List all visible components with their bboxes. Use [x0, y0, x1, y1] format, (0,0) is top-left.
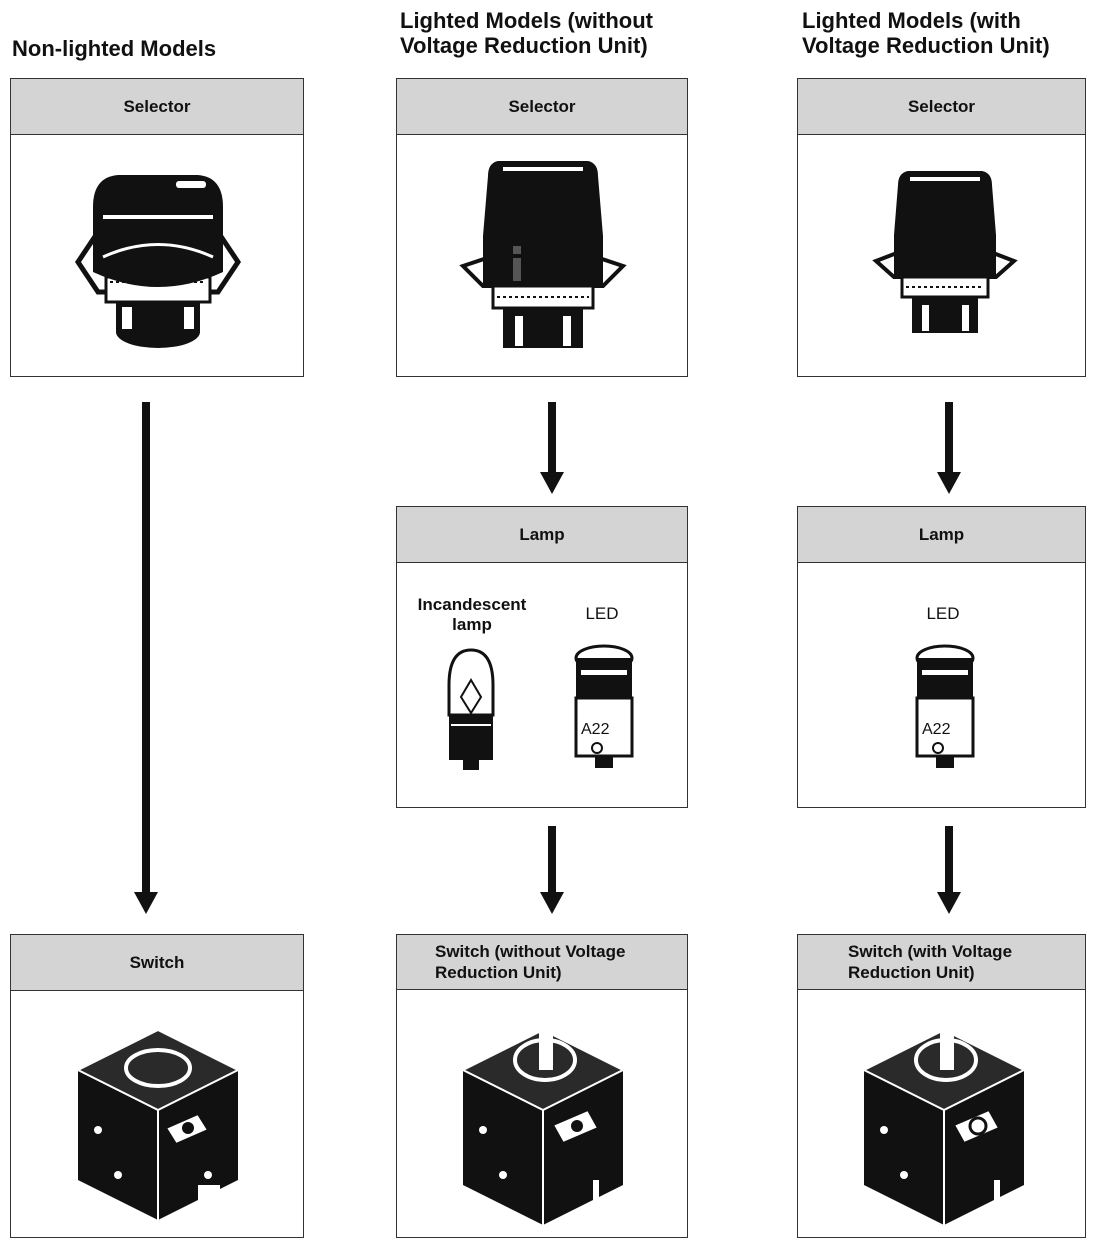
col1-switch-box: Switch	[10, 934, 304, 1238]
col2-switch-box: Switch (without Voltage Reduction Unit)	[396, 934, 688, 1238]
switch-block-icon	[460, 1028, 626, 1225]
col3-title-line2: Voltage Reduction Unit)	[802, 33, 1050, 58]
incandescent-label-line1: Incandescent	[417, 595, 527, 614]
col2-selector-header: Selector	[397, 79, 687, 135]
col2-arrow-1	[540, 402, 564, 494]
switch-block-icon	[75, 1028, 241, 1220]
col2-switch-header-line1: Switch (without Voltage	[435, 942, 626, 961]
col2-switch-header: Switch (without Voltage Reduction Unit)	[397, 935, 687, 990]
switch-block-icon	[861, 1028, 1027, 1225]
incandescent-label-line2: lamp	[452, 615, 492, 634]
col1-selector-box: Selector	[10, 78, 304, 377]
col2-lamp-box: Lamp Incandescent lamp LED A22	[396, 506, 688, 808]
led-marking-text: A22	[581, 721, 610, 738]
col3-switch-header: Switch (with Voltage Reduction Unit)	[798, 935, 1085, 990]
selector-switch-icon	[872, 171, 1018, 333]
led-lamp-icon: A22	[574, 644, 634, 768]
col3-switch-header-line2: Reduction Unit)	[848, 963, 975, 982]
col3-arrow-1	[937, 402, 961, 494]
col3-selector-header: Selector	[798, 79, 1085, 135]
col1-title: Non-lighted Models	[12, 36, 217, 61]
incandescent-label: Incandescent lamp	[407, 595, 537, 635]
col2-lamp-header: Lamp	[397, 507, 687, 563]
col2-selector-box: Selector	[396, 78, 688, 377]
col3-selector-box: Selector	[797, 78, 1086, 377]
col3-lamp-header: Lamp	[798, 507, 1085, 563]
incandescent-lamp-icon	[447, 648, 495, 770]
col3-arrow-2	[937, 826, 961, 914]
col3-title: Lighted Models (with Voltage Reduction U…	[802, 8, 1050, 58]
led-lamp-icon: A22	[915, 644, 975, 768]
col2-title-line1: Lighted Models (without	[400, 8, 653, 33]
col1-arrow	[134, 402, 158, 914]
col3-switch-box: Switch (with Voltage Reduction Unit)	[797, 934, 1086, 1238]
col2-title: Lighted Models (without Voltage Reductio…	[400, 8, 653, 58]
col1-selector-header: Selector	[11, 79, 303, 135]
col1-switch-header: Switch	[11, 935, 303, 991]
led-marking-text: A22	[922, 721, 951, 738]
col2-switch-header-line2: Reduction Unit)	[435, 963, 562, 982]
led-label: LED	[585, 604, 619, 623]
col2-arrow-2	[540, 826, 564, 914]
selector-switch-icon	[74, 175, 242, 348]
col3-lamp-box: Lamp LED A22	[797, 506, 1086, 808]
led-label: LED	[926, 604, 960, 623]
selector-switch-icon	[459, 161, 627, 348]
col3-title-line1: Lighted Models (with	[802, 8, 1021, 33]
col2-title-line2: Voltage Reduction Unit)	[400, 33, 648, 58]
col3-switch-header-line1: Switch (with Voltage	[848, 942, 1013, 961]
